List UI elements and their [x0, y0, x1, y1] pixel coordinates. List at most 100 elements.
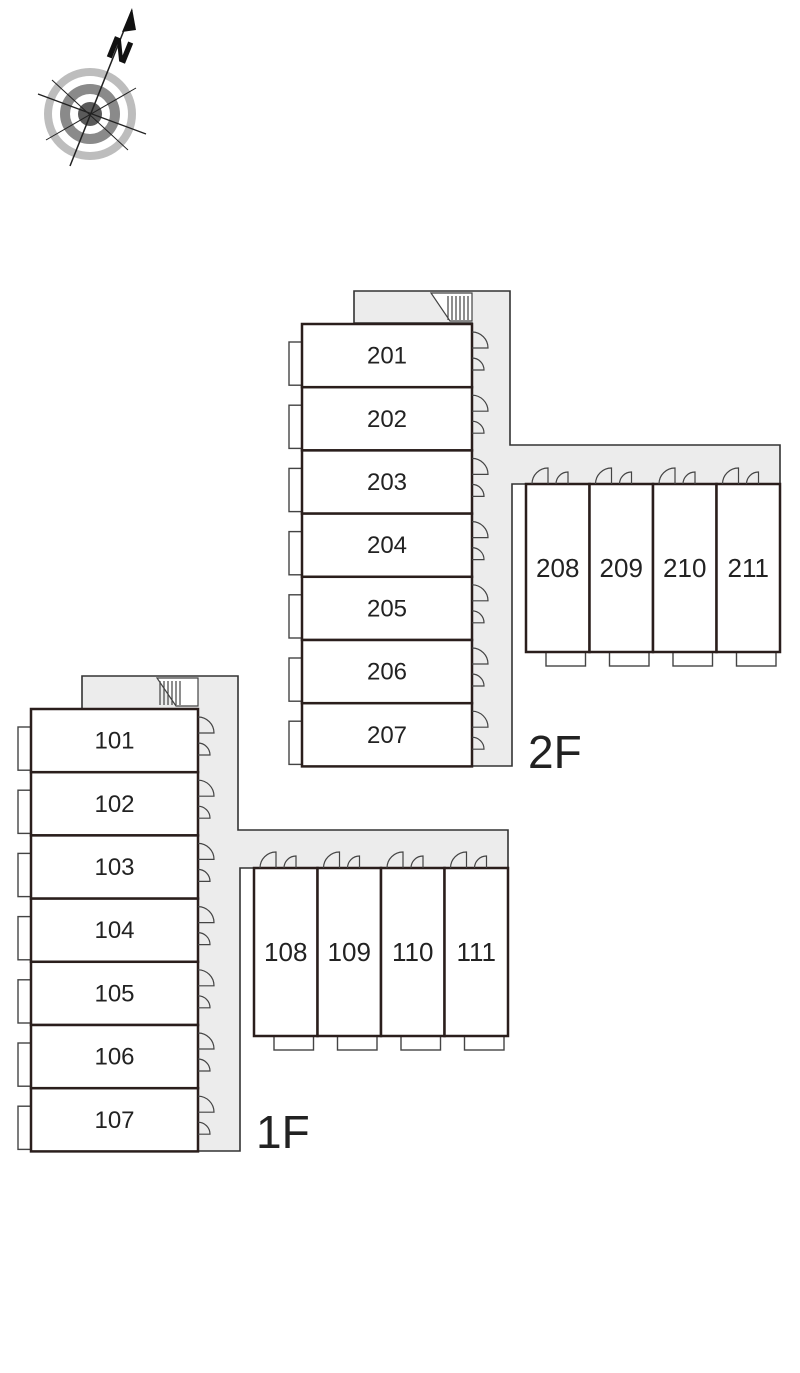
door-icon — [658, 467, 676, 485]
door-icon — [471, 357, 485, 371]
room-number: 108 — [264, 937, 307, 967]
room-211: 211 — [715, 467, 782, 667]
door-icon — [471, 420, 485, 434]
room-205: 205 — [288, 575, 489, 642]
door-icon — [594, 467, 613, 485]
door-icon — [197, 716, 215, 734]
room-outline — [379, 866, 446, 1038]
room-number: 211 — [728, 553, 769, 583]
room-207: 207 — [288, 701, 489, 768]
door-icon — [197, 868, 211, 882]
room-number: 109 — [328, 937, 371, 967]
room-outline — [29, 960, 200, 1027]
door-icon — [197, 842, 215, 860]
door-icon — [197, 1032, 215, 1050]
room-outline — [29, 834, 200, 900]
room-104: 104 — [17, 897, 215, 964]
door-icon — [197, 1121, 211, 1135]
compass-diagonal-line — [51, 79, 129, 151]
room-outline — [29, 1086, 200, 1153]
balcony — [400, 1035, 442, 1051]
room-outline — [443, 866, 510, 1038]
door-icon — [449, 851, 468, 869]
balcony — [672, 651, 714, 667]
room-outline — [524, 482, 591, 654]
door-icon — [471, 673, 485, 687]
door-icon — [259, 851, 277, 869]
balcony — [336, 1035, 378, 1051]
door-icon — [346, 855, 361, 869]
room-106: 106 — [17, 1023, 215, 1090]
door-icon — [618, 471, 633, 485]
room-outline — [29, 1023, 200, 1090]
room-101: 101 — [17, 707, 215, 774]
room-206: 206 — [288, 638, 489, 705]
compass-east-west-line — [37, 93, 147, 135]
room-outline — [300, 385, 474, 452]
room-number: 202 — [367, 406, 407, 433]
room-204: 204 — [288, 512, 489, 579]
rooms-1f-west: 101 102 103 104 105 106 107 — [17, 707, 215, 1153]
room-outline — [300, 449, 474, 515]
room-number: 105 — [94, 980, 134, 1007]
balcony — [735, 651, 777, 667]
balcony — [545, 651, 587, 667]
room-number: 103 — [94, 854, 134, 881]
room-number: 205 — [367, 595, 407, 622]
room-109: 109 — [316, 851, 383, 1051]
room-number: 201 — [367, 343, 407, 370]
room-outline — [316, 866, 383, 1038]
door-icon — [197, 1095, 215, 1113]
compass: N — [37, 8, 147, 167]
room-outline — [29, 707, 200, 774]
stairs-1f — [155, 677, 199, 707]
door-icon — [471, 584, 489, 602]
room-outline — [300, 638, 474, 705]
room-number: 102 — [94, 791, 134, 818]
room-number: 204 — [367, 532, 407, 559]
door-icon — [471, 483, 485, 497]
door-icon — [197, 969, 215, 987]
door-icon — [745, 471, 760, 485]
door-icon — [322, 851, 341, 869]
room-number: 110 — [392, 937, 433, 967]
door-icon — [473, 855, 488, 869]
room-outline — [588, 482, 655, 654]
door-icon — [410, 855, 424, 869]
door-icon — [197, 932, 211, 946]
balcony — [463, 1035, 505, 1051]
rooms-2f-west: 201 202 203 204 205 206 207 — [288, 322, 489, 768]
room-number: 101 — [94, 728, 134, 755]
room-208: 208 — [524, 467, 591, 667]
room-number: 107 — [94, 1107, 134, 1134]
room-110: 110 — [379, 851, 446, 1051]
door-icon — [555, 471, 569, 485]
room-number: 209 — [600, 553, 643, 583]
room-number: 207 — [367, 722, 407, 749]
door-icon — [197, 906, 215, 924]
room-outline — [252, 866, 319, 1038]
door-icon — [721, 467, 740, 485]
balcony — [608, 651, 650, 667]
door-icon — [197, 742, 211, 756]
room-outline — [29, 897, 200, 964]
door-icon — [197, 995, 211, 1009]
room-202: 202 — [288, 385, 489, 452]
door-icon — [197, 805, 211, 819]
room-201: 201 — [288, 322, 489, 389]
room-number: 206 — [367, 659, 407, 686]
floor-label-2f: 2F — [528, 726, 582, 778]
room-number: 203 — [367, 469, 407, 496]
door-icon — [471, 394, 489, 412]
door-icon — [682, 471, 696, 485]
room-outline — [300, 575, 474, 642]
balcony — [273, 1035, 315, 1051]
room-105: 105 — [17, 960, 215, 1027]
door-icon — [283, 855, 297, 869]
door-icon — [471, 736, 485, 750]
room-outline — [715, 482, 782, 654]
stairs-1f-outline — [155, 677, 199, 707]
